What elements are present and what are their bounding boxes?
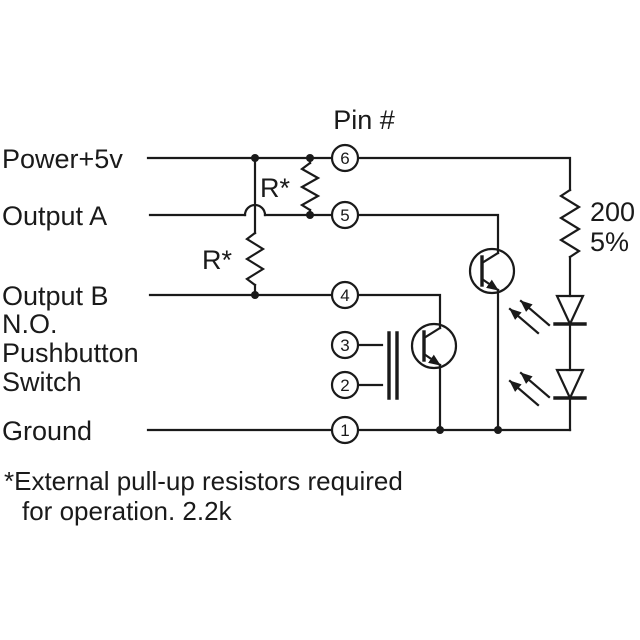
pin-2-number: 2 — [340, 376, 349, 395]
junction-dot — [306, 211, 314, 219]
power-label: Power+5v — [2, 144, 123, 174]
output-b-label: Output B — [2, 281, 109, 311]
wire-output-b — [148, 293, 442, 330]
pushbutton-label-line3: Switch — [2, 367, 82, 397]
pushbutton-switch-icon — [356, 331, 399, 400]
output-a-label: Output A — [2, 201, 107, 231]
led-1-emission-arrows-icon — [508, 299, 551, 335]
pullup-a-label: R* — [260, 173, 290, 203]
pin-1-number: 1 — [340, 421, 349, 440]
phototransistor-2-icon — [410, 322, 458, 432]
phototransistor-1-icon — [468, 247, 516, 432]
junction-dot — [494, 426, 502, 434]
pin-3: 3 — [330, 330, 360, 360]
pin-4: 4 — [330, 280, 360, 310]
pin-6: 6 — [330, 143, 360, 173]
pin-5: 5 — [330, 200, 360, 230]
led-1-icon — [553, 294, 587, 372]
pullup-b-label: R* — [202, 245, 232, 275]
pushbutton-label-line1: N.O. — [2, 309, 58, 339]
wire-power — [146, 156, 572, 192]
footnote-line2: for operation. 2.2k — [22, 496, 233, 526]
pushbutton-label-line2: Pushbutton — [2, 338, 139, 368]
ground-label: Ground — [2, 416, 92, 446]
pin-3-number: 3 — [340, 336, 349, 355]
led-resistor-value-label: 200 — [590, 197, 635, 227]
led-resistor-icon — [558, 188, 582, 298]
junction-dot — [436, 426, 444, 434]
junction-dot — [251, 154, 259, 162]
pin-1: 1 — [330, 415, 360, 445]
junction-dot — [306, 154, 314, 162]
pullup-resistor-a-icon — [299, 156, 321, 217]
wire-output-a — [148, 203, 500, 255]
pin-2: 2 — [330, 370, 360, 400]
pin-6-number: 6 — [340, 149, 349, 168]
footnote-line1: *External pull-up resistors required — [4, 466, 403, 496]
led-2-icon — [553, 368, 587, 432]
led-2-emission-arrows-icon — [508, 371, 551, 407]
pin-4-number: 4 — [340, 286, 349, 305]
junction-dots — [251, 154, 502, 434]
led-resistor-tolerance-label: 5% — [590, 227, 629, 257]
pin-5-number: 5 — [340, 206, 349, 225]
pin-header-label: Pin # — [333, 105, 395, 135]
junction-dot — [251, 291, 259, 299]
